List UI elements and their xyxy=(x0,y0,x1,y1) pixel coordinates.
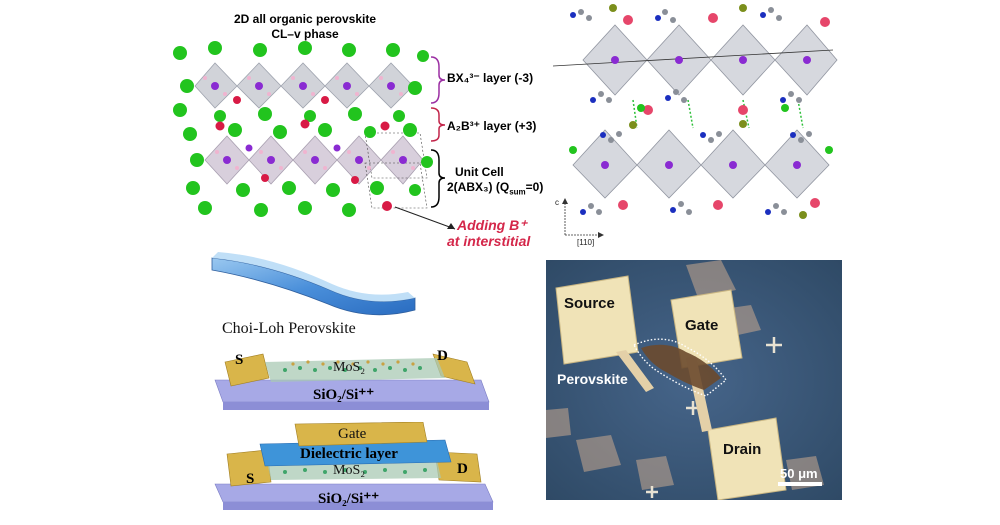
device2-substrate-label: SiO₂/Si⁺⁺ xyxy=(318,491,380,507)
device2-image xyxy=(214,422,494,510)
device1-channel-label: MoS₂ xyxy=(333,360,366,375)
micrograph-drain-label: Drain xyxy=(723,441,762,458)
crystal-panel: 2D all organic perovskite CL–v phase xyxy=(165,0,555,250)
micrograph-image xyxy=(546,260,842,500)
device1-drain-label: D xyxy=(437,348,448,364)
interstitial-arrow xyxy=(394,206,456,230)
device2-source-label: S xyxy=(246,471,255,487)
adding-b-line2: at interstitial xyxy=(447,233,531,249)
axis-c-label: c xyxy=(555,198,559,207)
unit-cell-formula: 2(ABX₃) (Q xyxy=(447,180,510,194)
a2b-layer-label: A₂B³⁺ layer (+3) xyxy=(447,119,537,133)
adding-b-line1: Adding B⁺ xyxy=(457,217,527,233)
unit-cell-sub: sum xyxy=(509,187,526,197)
device2-gate-label: Gate xyxy=(338,426,367,442)
micrograph-perovskite-label: Perovskite xyxy=(557,371,628,387)
flake-label: Choi-Loh Perovskite xyxy=(222,320,356,337)
unit-cell-label-line2: 2(ABX₃) (Qsum=0) xyxy=(447,180,543,196)
layer-brackets xyxy=(430,56,446,208)
unit-cell-label-line1: Unit Cell xyxy=(455,165,504,179)
crystal-structure-image xyxy=(173,41,433,217)
structure-axes xyxy=(562,198,604,238)
micrograph-scale-label: 50 μm xyxy=(780,466,818,481)
device1-image xyxy=(214,353,490,410)
micrograph-gate-label: Gate xyxy=(685,317,719,334)
device-panel: Choi-Loh Perovskite S D MoS₂ SiO₂/Si⁺⁺ xyxy=(200,250,520,525)
micrograph-source-label: Source xyxy=(564,295,615,312)
device1-source-label: S xyxy=(235,352,244,368)
crystal-title-line2: CL–v phase xyxy=(271,27,339,41)
perovskite-flake xyxy=(211,252,416,316)
micrograph-panel: Source Gate Perovskite Drain 50 μm xyxy=(546,260,842,500)
unit-cell-end: =0) xyxy=(525,180,544,194)
structure-panel: c [110] xyxy=(553,0,843,250)
device2-drain-label: D xyxy=(457,461,468,477)
device1-substrate-label: SiO₂/Si⁺⁺ xyxy=(313,387,375,403)
device2-channel-label: MoS₂ xyxy=(333,463,366,478)
axis-110-label: [110] xyxy=(577,238,595,247)
bx4-layer-label: BX₄³⁻ layer (-3) xyxy=(447,71,534,85)
device2-dielectric-label: Dielectric layer xyxy=(300,446,398,462)
structure-image xyxy=(553,4,838,219)
crystal-title-line1: 2D all organic perovskite xyxy=(233,12,377,26)
